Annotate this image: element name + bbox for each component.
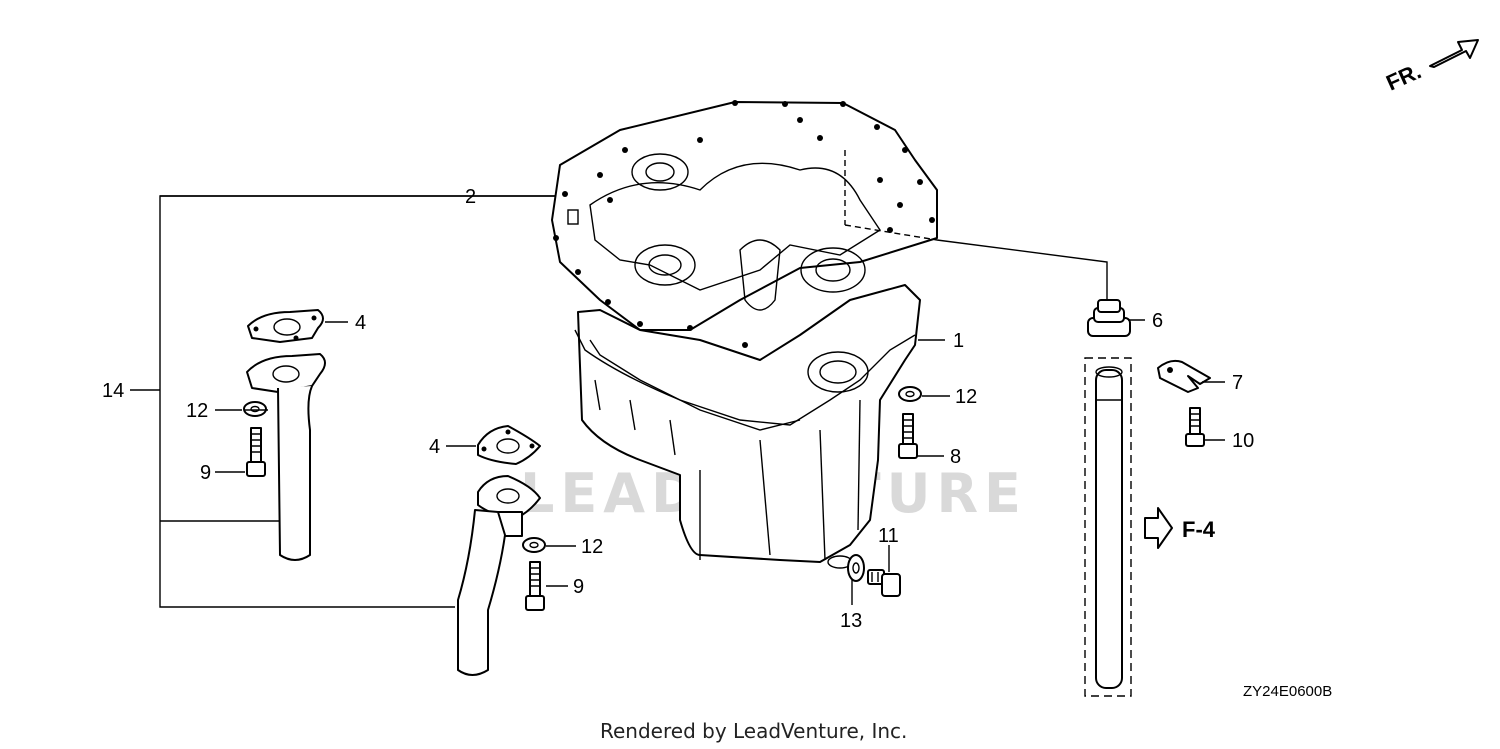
part-13-drain-washer[interactable] <box>847 554 865 582</box>
diagram-code: ZY24E0600B <box>1243 683 1332 700</box>
reference-f4[interactable]: F-4 <box>1182 517 1216 542</box>
part-6-grommet[interactable] <box>1087 299 1131 337</box>
part-1-oil-pan[interactable] <box>574 284 921 569</box>
callout-10[interactable]: 10 <box>1232 430 1254 452</box>
part-12-washer-center[interactable] <box>522 537 546 553</box>
part-2-gasket-plate[interactable] <box>551 100 938 348</box>
callout-2[interactable]: 2 <box>465 186 476 208</box>
part-4-gasket-center[interactable] <box>477 425 541 465</box>
part-14-pipe-left[interactable] <box>246 353 326 561</box>
part-4-gasket-left[interactable] <box>247 309 324 343</box>
callout-4-center[interactable]: 4 <box>429 436 440 458</box>
callout-9-left[interactable]: 9 <box>200 462 211 484</box>
callout-11[interactable]: 11 <box>878 525 899 547</box>
part-12-washer-right[interactable] <box>898 386 922 402</box>
callout-4-left[interactable]: 4 <box>355 312 366 334</box>
part-14-pipe-center[interactable] <box>457 475 541 676</box>
part-9-bolt-center[interactable] <box>525 561 545 611</box>
part-9-bolt-left[interactable] <box>246 427 266 477</box>
callout-9-center[interactable]: 9 <box>573 576 584 598</box>
callout-13[interactable]: 13 <box>840 610 862 632</box>
part-10-bolt[interactable] <box>1185 407 1205 447</box>
callout-14[interactable]: 14 <box>102 380 124 402</box>
callout-1[interactable]: 1 <box>953 330 964 352</box>
part-12-washer-left[interactable] <box>243 401 267 417</box>
part-8-bolt[interactable] <box>898 413 918 459</box>
part-11-drain-bolt[interactable] <box>867 569 901 597</box>
front-direction-arrow-icon: FR. <box>1382 39 1479 96</box>
leader-lines <box>130 195 1225 608</box>
callout-8[interactable]: 8 <box>950 446 961 468</box>
callout-12-center[interactable]: 12 <box>581 536 603 558</box>
callout-6[interactable]: 6 <box>1152 310 1163 332</box>
part-7-clamp-plate[interactable] <box>1157 359 1211 393</box>
callout-12-left[interactable]: 12 <box>186 400 208 422</box>
callout-7[interactable]: 7 <box>1232 372 1243 394</box>
front-label: FR. <box>1382 58 1425 95</box>
footer-credit: Rendered by LeadVenture, Inc. <box>600 719 907 743</box>
reference-arrow-icon <box>1144 507 1173 549</box>
callout-12-right[interactable]: 12 <box>955 386 977 408</box>
dipstick-guide-tube[interactable] <box>1084 357 1132 697</box>
